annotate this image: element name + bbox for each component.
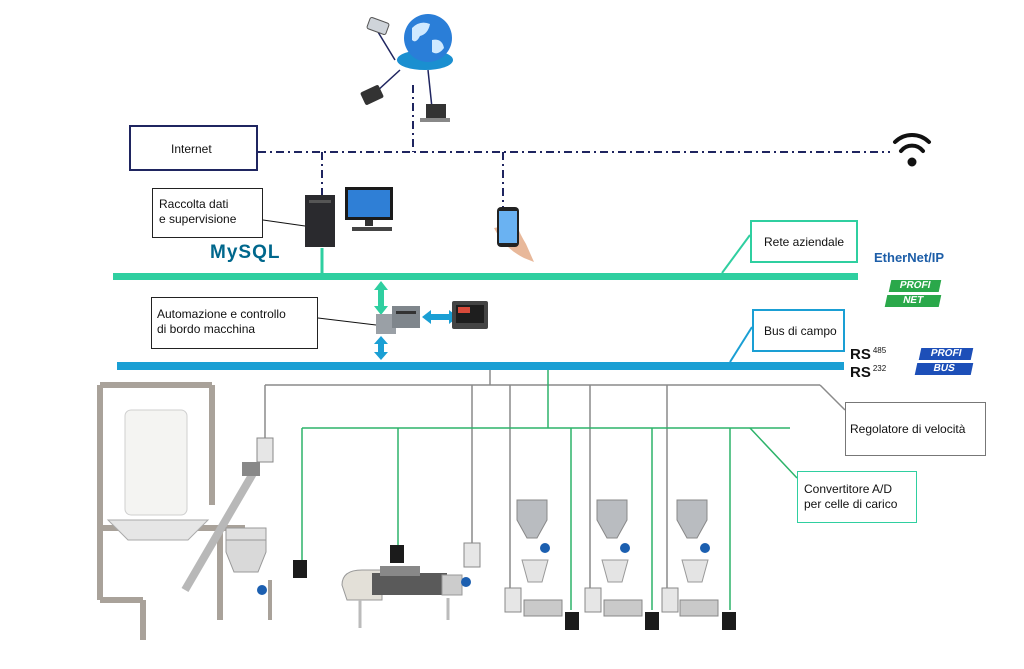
automation-label-box: Automazione e controllo di bordo macchin… bbox=[151, 297, 318, 349]
belt-feeder-icon bbox=[341, 566, 471, 628]
profibus-logo-line1: PROFI bbox=[918, 348, 974, 360]
data-collection-label-line1: Raccolta dati bbox=[159, 197, 229, 211]
internet-label-box: Internet bbox=[129, 125, 258, 171]
globe-icon bbox=[360, 14, 453, 122]
control-box-icon bbox=[256, 437, 679, 613]
vacuum-loader-icon bbox=[676, 499, 719, 617]
hmi-panel-icon bbox=[452, 301, 488, 329]
automation-label-line1: Automazione e controllo bbox=[157, 307, 286, 321]
vacuum-loader-icon bbox=[596, 499, 643, 617]
data-collection-label-box: Raccolta dati e supervisione bbox=[152, 188, 263, 238]
bus-arrows bbox=[374, 281, 388, 315]
ad-converter-label-line1: Convertitore A/D bbox=[804, 482, 893, 496]
field-bus-line bbox=[117, 362, 844, 370]
internet-line bbox=[258, 85, 890, 212]
profibus-logo-line2: BUS bbox=[914, 363, 974, 375]
screw-conveyor-icon bbox=[181, 462, 260, 593]
company-network-label: Rete aziendale bbox=[764, 235, 845, 249]
plc-icon bbox=[376, 306, 420, 334]
hopper-icon bbox=[218, 527, 272, 620]
automation-label-line2: di bordo macchina bbox=[157, 322, 256, 336]
profibus-logo: PROFI BUS bbox=[910, 348, 974, 375]
vacuum-loader-icon bbox=[516, 499, 563, 617]
company-network-line bbox=[113, 273, 858, 280]
desktop-computer-icon bbox=[305, 187, 393, 247]
ad-converter-box-icon bbox=[293, 545, 736, 630]
company-network-label-box: Rete aziendale bbox=[750, 220, 858, 263]
ad-converter-label-box: Convertitore A/D per celle di carico bbox=[797, 471, 917, 523]
field-bus-label: Bus di campo bbox=[764, 324, 837, 338]
smartphone-icon bbox=[494, 207, 534, 262]
speed-regulator-label-box: Regolatore di velocità bbox=[845, 402, 986, 456]
field-bus-label-box: Bus di campo bbox=[752, 309, 845, 352]
profinet-logo-line2: NET bbox=[884, 295, 942, 307]
internet-label: Internet bbox=[171, 142, 212, 156]
ethernet-ip-logo: EtherNet/IP bbox=[874, 250, 945, 265]
data-collection-label-line2: e supervisione bbox=[159, 212, 237, 226]
ad-converter-label-line2: per celle di carico bbox=[804, 497, 898, 511]
wifi-icon bbox=[893, 132, 931, 167]
mysql-logo: MySQL bbox=[210, 242, 281, 263]
speed-regulator-label: Regolatore di velocità bbox=[850, 422, 966, 436]
ad-converter-lines bbox=[301, 370, 798, 610]
profinet-logo: PROFI NET bbox=[880, 280, 942, 307]
profinet-logo-line1: PROFI bbox=[888, 280, 942, 292]
speed-regulator-lines bbox=[264, 370, 846, 590]
